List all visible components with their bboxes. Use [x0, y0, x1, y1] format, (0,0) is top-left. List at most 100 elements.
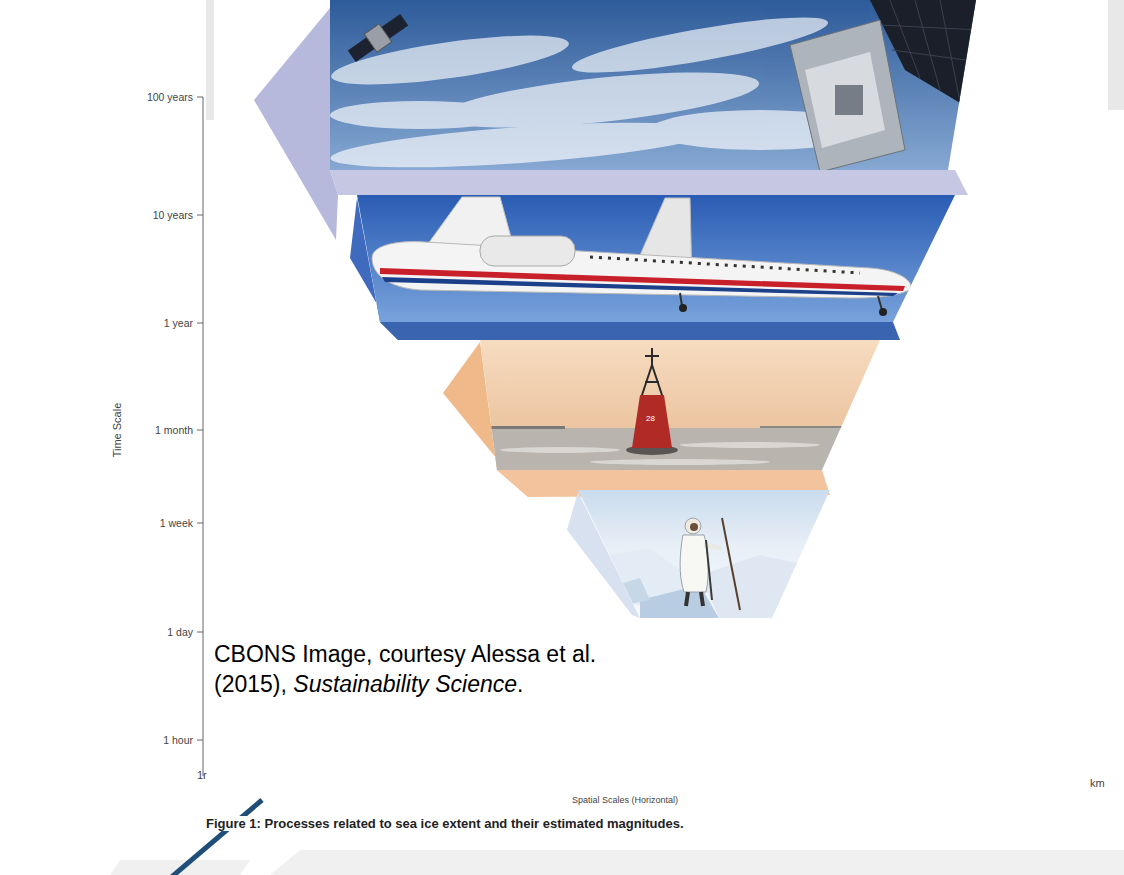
tick-label: 1 day [167, 626, 193, 639]
buoy-slab [470, 340, 890, 473]
buoy-slab [680, 442, 820, 448]
tick-label: 10 years [153, 209, 193, 221]
buoy-slab [443, 340, 890, 497]
buoy-slab [590, 459, 770, 465]
aircraft-slab [590, 257, 860, 273]
sea-ice-observer-slab [690, 523, 698, 531]
slide-background [110, 0, 1124, 875]
tick-label: 1 hour [163, 734, 193, 747]
tick-label: 1 month [155, 424, 193, 436]
aircraft-slab [878, 296, 882, 310]
time-axis [197, 430, 203, 431]
time-axis [197, 323, 203, 324]
satellite-slab [940, 0, 960, 102]
aircraft-slab [380, 322, 900, 340]
buoy-slab [470, 340, 890, 430]
tick-label: 1 week [160, 517, 193, 529]
slide-accent-line [168, 800, 262, 875]
buoy-number: 28 [646, 414, 655, 424]
buoy-number: 28 [646, 414, 655, 423]
tick-label: 1r [197, 769, 207, 782]
tick-label: 1 year [164, 317, 193, 330]
satellite-slab [254, 8, 338, 240]
aircraft-slab [680, 293, 682, 306]
image-credit: . [517, 671, 523, 697]
buoy-slab [651, 348, 653, 368]
time-axis [197, 97, 203, 776]
aircraft-slab [350, 195, 960, 340]
satellite-slab [880, 25, 980, 30]
aircraft-slab [382, 277, 898, 296]
satellite-slab [345, 11, 410, 66]
satellite-slab [790, 20, 905, 172]
time-axis [197, 740, 203, 741]
sea-ice-observer-slab [600, 578, 650, 610]
sea-ice-observer-slab [701, 592, 703, 606]
satellite-slab [330, 101, 510, 129]
tick-label: 100 years [147, 91, 193, 104]
sea-ice-observer-slab [700, 555, 830, 620]
tick-label: 1 hour [163, 734, 193, 746]
axis-title: Time Scale [111, 403, 123, 458]
time-axis [197, 215, 203, 216]
axis-title: Time Scale [111, 403, 124, 458]
slide-background [206, 0, 214, 120]
aircraft-slab [679, 304, 687, 312]
axis-title: Spatial Scales (Horizontal) [572, 795, 678, 805]
tick-label: 10 years [153, 209, 193, 222]
sea-ice-observer-slab [685, 518, 701, 534]
slide-background [1108, 0, 1124, 110]
satellite-slab [915, 0, 940, 90]
figure-caption: Figure 1: Processes related to sea ice e… [206, 816, 684, 831]
tick-label: 1 year [164, 317, 193, 329]
tick-label: 100 years [147, 91, 193, 103]
time-axis [197, 523, 203, 524]
satellite-slab [329, 7, 870, 177]
aircraft-slab [350, 195, 960, 325]
buoy-slab [470, 426, 565, 429]
buoy-slab [760, 426, 890, 428]
time-axis [197, 97, 203, 98]
satellite-slab [805, 52, 885, 148]
sea-ice-observer-slab [570, 488, 835, 620]
satellite-slab [890, 0, 920, 78]
slide-accent-line [168, 800, 262, 875]
sea-ice-observer-slab [570, 488, 835, 620]
satellite-slab [364, 24, 391, 52]
slide-background [270, 850, 1124, 875]
aircraft-slab [480, 236, 575, 266]
sea-ice-observer-slab [686, 592, 688, 606]
buoy-slab [645, 355, 659, 357]
tick-label: km [1090, 777, 1105, 790]
axis-title: Spatial Scales (Horizontal) [572, 795, 678, 806]
buoy-slab [645, 381, 659, 383]
sea-ice-observer-slab [706, 540, 712, 600]
aircraft-slab [350, 195, 960, 325]
satellite-slab [330, 170, 968, 195]
satellite-slab [329, 0, 980, 176]
tick-label: 1 month [155, 424, 193, 437]
satellite-slab [892, 50, 980, 62]
sea-ice-observer-slab [567, 488, 835, 620]
satellite-slab [835, 85, 863, 115]
time-axis [203, 97, 204, 776]
aircraft-slab [372, 242, 911, 298]
sea-ice-observer-slab [640, 585, 720, 620]
buoy-slab [500, 447, 620, 453]
tick-label: km [1090, 777, 1105, 789]
tick-label: 1 week [160, 517, 193, 530]
image-credit: CBONS Image, courtesy Alessa et al. (201… [214, 640, 614, 700]
tick-label: 1r [197, 769, 207, 781]
journal-name: Sustainability Science [293, 671, 517, 697]
sea-ice-observer-slab [722, 518, 740, 610]
aircraft-slab [879, 308, 887, 316]
figure-caption: Figure 1: Processes related to sea ice e… [206, 816, 684, 831]
buoy-slab [642, 365, 652, 395]
buoy-slab [470, 428, 890, 473]
buoy-slab [632, 395, 672, 448]
sea-ice-observer-slab [680, 535, 708, 592]
time-axis [197, 632, 203, 633]
satellite-slab [880, 0, 980, 102]
buoy-slab [652, 365, 662, 395]
